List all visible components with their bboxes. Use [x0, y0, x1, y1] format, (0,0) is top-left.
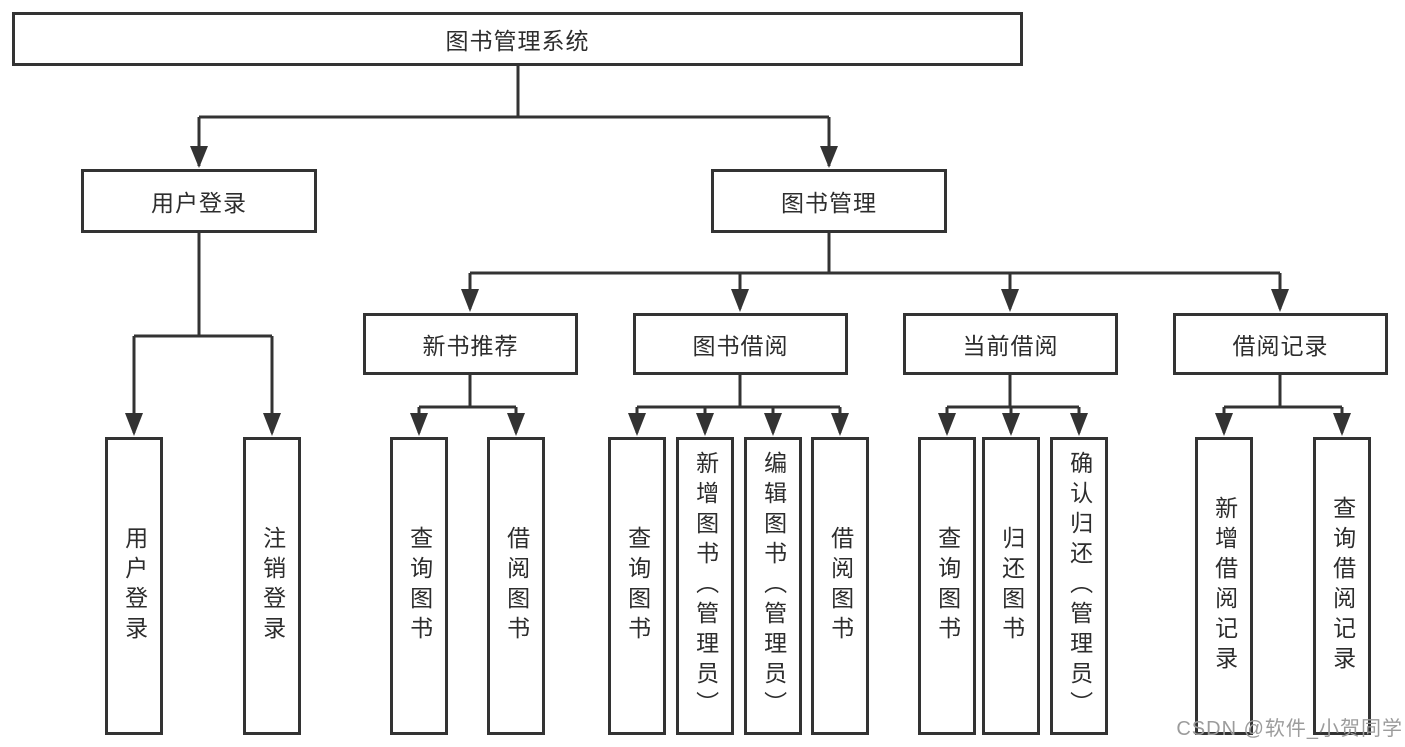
node-leaf-query-books-recommend: 查询图书: [390, 437, 448, 735]
node-book-borrowing: 图书借阅: [633, 313, 848, 375]
node-label: 查询图书: [624, 526, 651, 646]
node-label: 归还图书: [998, 526, 1025, 646]
node-user-login: 用户登录: [81, 169, 317, 233]
node-label: 借阅记录: [1232, 333, 1329, 359]
node-leaf-logout: 注销登录: [243, 437, 301, 735]
node-label: 注销登录: [259, 526, 286, 646]
node-label: 查询图书: [934, 526, 961, 646]
node-leaf-add-borrow-record: 新增借阅记录: [1195, 437, 1253, 735]
node-label: 用户登录: [151, 190, 247, 216]
node-label: 图书管理系统: [445, 28, 590, 54]
node-leaf-confirm-return-admin: 确认归还（管理员）: [1050, 437, 1108, 735]
node-book-management: 图书管理: [711, 169, 947, 233]
node-label: 借阅图书: [503, 526, 530, 646]
node-label: 新书推荐: [422, 333, 519, 359]
node-leaf-query-books-current: 查询图书: [918, 437, 976, 735]
node-label: 当前借阅: [962, 333, 1059, 359]
node-label: 图书管理: [781, 190, 877, 216]
node-leaf-borrow-books-recommend: 借阅图书: [487, 437, 545, 735]
node-label: 用户登录: [121, 526, 148, 646]
node-leaf-edit-books-admin: 编辑图书（管理员）: [744, 437, 802, 735]
node-leaf-query-books-borrowing: 查询图书: [608, 437, 666, 735]
node-label: 查询借阅记录: [1329, 496, 1356, 676]
node-leaf-add-books-admin: 新增图书（管理员）: [676, 437, 734, 735]
node-leaf-query-borrow-record: 查询借阅记录: [1313, 437, 1371, 735]
watermark: CSDN @软件_小贺同学: [1176, 718, 1403, 740]
node-leaf-borrow-books: 借阅图书: [811, 437, 869, 735]
node-label: 编辑图书（管理员）: [760, 451, 787, 721]
node-label: 确认归还（管理员）: [1066, 451, 1093, 721]
node-leaf-user-login: 用户登录: [105, 437, 163, 735]
node-label: 新增图书（管理员）: [692, 451, 719, 721]
node-label: 新增借阅记录: [1211, 496, 1238, 676]
node-root: 图书管理系统: [12, 12, 1023, 66]
node-current-borrowing: 当前借阅: [903, 313, 1118, 375]
node-new-book-recommend: 新书推荐: [363, 313, 578, 375]
node-label: 查询图书: [406, 526, 433, 646]
node-borrowing-records: 借阅记录: [1173, 313, 1388, 375]
node-leaf-return-books: 归还图书: [982, 437, 1040, 735]
node-label: 图书借阅: [692, 333, 789, 359]
node-label: 借阅图书: [827, 526, 854, 646]
